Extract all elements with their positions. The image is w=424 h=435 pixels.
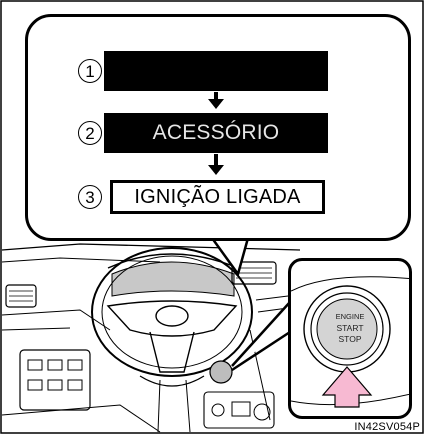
arrow-1-2-stem: [214, 92, 218, 100]
arrow-2-3-stem: [214, 154, 218, 166]
inset-pointer-upper: [231, 301, 291, 367]
steering-lower-spoke: [149, 331, 195, 373]
steering-wheel-hub: [106, 300, 238, 337]
steering-logo: [155, 305, 189, 327]
button-label-engine: ENGINE: [335, 312, 365, 321]
arrow-1-2-icon: [208, 99, 224, 109]
step-number-3: 3: [78, 185, 102, 209]
state-ignition-on-box: IGNIÇÃO LIGADA: [110, 180, 325, 214]
left-vent: [5, 284, 37, 308]
figure-code: IN42SV054P: [354, 421, 420, 433]
left-switch-panel: [19, 349, 91, 411]
start-button-inset: ENGINE START STOP: [288, 258, 412, 419]
button-label-start: START: [336, 323, 364, 333]
inset-pointer-lower: [231, 330, 291, 372]
step-number-2: 2: [78, 121, 102, 145]
instrument-display: [111, 261, 235, 297]
state-off-box: [104, 51, 328, 91]
callout-pointer: [210, 237, 250, 277]
start-button-graphic: [291, 276, 409, 408]
steering-wheel-rim: [91, 247, 253, 377]
center-vent: [231, 261, 277, 285]
button-label-stop: STOP: [338, 334, 362, 344]
button-face: [316, 298, 378, 360]
arrow-2-3-icon: [208, 165, 224, 175]
step-number-1: 1: [78, 59, 102, 83]
state-accessory-box: ACESSÓRIO: [104, 113, 328, 153]
center-console: [203, 391, 275, 429]
start-button-location: [209, 360, 233, 384]
press-arrow-icon: [321, 366, 373, 408]
